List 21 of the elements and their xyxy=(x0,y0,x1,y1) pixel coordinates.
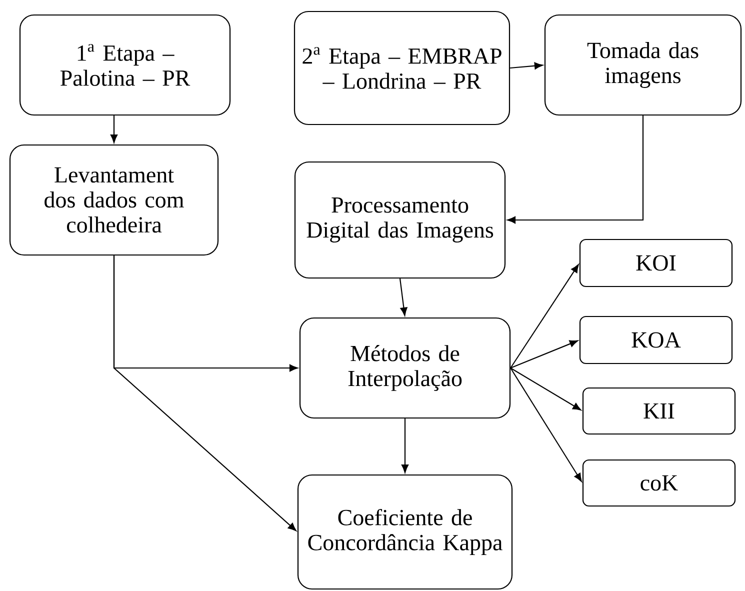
process-box: KOA xyxy=(579,316,733,364)
arrow xyxy=(510,340,578,368)
process-box: KII xyxy=(582,387,736,435)
arrow xyxy=(110,116,118,143)
arrow xyxy=(507,116,644,224)
arrow xyxy=(113,256,296,532)
arrow xyxy=(401,418,409,473)
arrow xyxy=(510,264,579,368)
arrow xyxy=(510,62,543,70)
process-box: coK xyxy=(582,459,736,507)
process-box: Processamento Digital das Imagens xyxy=(294,161,506,279)
process-box: 2$^{a}$ Etapa – EMBRAP – Londrina – PR xyxy=(294,10,510,126)
process-box: Tomada das imagens xyxy=(544,14,742,116)
process-box: Levantament dos dados com colhedeira xyxy=(9,144,219,256)
process-box: Métodos de Interpolação xyxy=(299,317,511,419)
process-box: KOI xyxy=(579,238,733,288)
process-box: Coeficiente de Concordância Kappa xyxy=(297,474,513,590)
arrow xyxy=(510,368,582,482)
arrow xyxy=(399,278,408,316)
process-box: 1$^{a}$ Etapa – Palotina – PR xyxy=(19,14,231,116)
arrow xyxy=(510,368,582,410)
